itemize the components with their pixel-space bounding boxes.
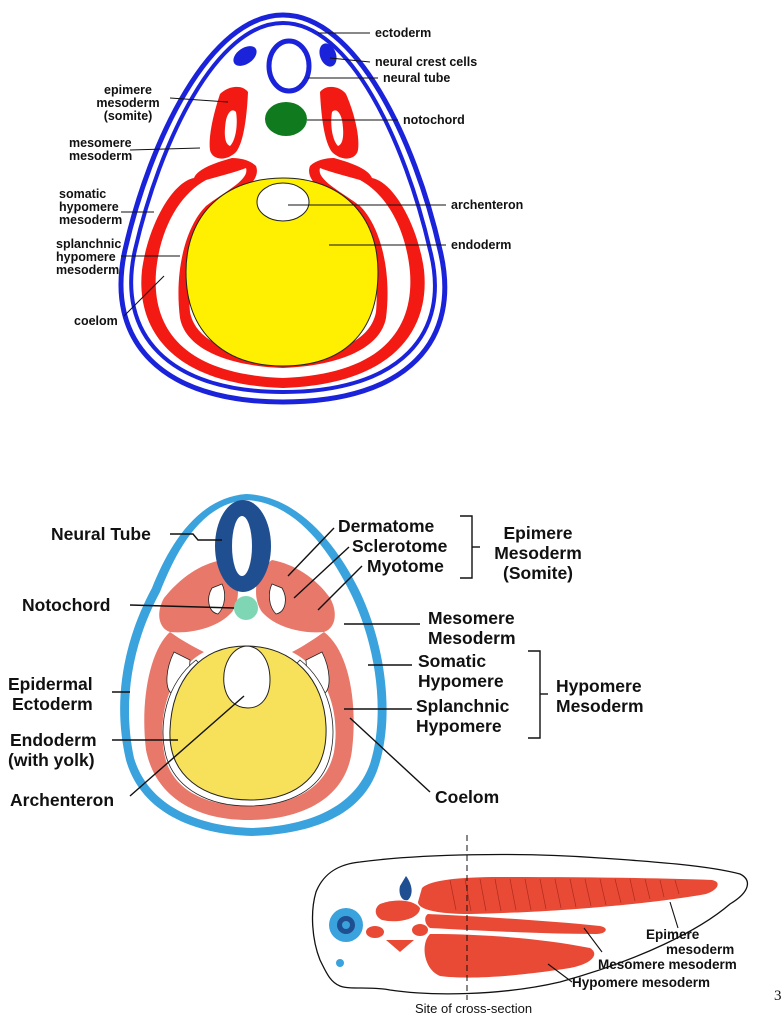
- label-splanchnic-1: splanchnic: [56, 237, 121, 251]
- label-archenteron: Archenteron: [10, 790, 114, 810]
- label-splanchnic-2: hypomere: [56, 250, 116, 264]
- label-somatic-1: somatic: [59, 187, 106, 201]
- notochord: [234, 596, 258, 620]
- label-somatic-2: hypomere: [59, 200, 119, 214]
- endoderm-yolk: [185, 177, 379, 367]
- hypomere-mesoderm: [144, 632, 354, 820]
- archenteron-cavity: [256, 182, 310, 222]
- label-mesomere-2: Mesoderm: [428, 628, 516, 648]
- label-epimere-group-2: Mesoderm: [494, 543, 582, 563]
- ectoderm-inner: [129, 20, 437, 395]
- label-epidermal-2: Ectoderm: [12, 694, 93, 714]
- label-splanchnic-3: mesoderm: [56, 263, 119, 277]
- label-mesomere-1: Mesomere: [428, 608, 515, 628]
- label-ectoderm: ectoderm: [375, 26, 431, 40]
- endoderm-yolk: [169, 645, 327, 801]
- somite-left: [159, 560, 238, 633]
- label-coelom: Coelom: [435, 787, 499, 807]
- diagram-1-cross-section: ectoderm neural crest cells neural tube …: [56, 12, 523, 405]
- label-mesomere-1: mesomere: [69, 136, 132, 150]
- label-notochord: notochord: [403, 113, 465, 127]
- label-dermatome: Dermatome: [338, 516, 435, 536]
- label-archenteron: archenteron: [451, 198, 523, 212]
- label-hypomere: Hypomere mesoderm: [572, 975, 710, 990]
- archenteron-cavity: [223, 645, 271, 709]
- label-neural-tube: Neural Tube: [51, 524, 151, 544]
- label-epimere-1: epimere: [104, 83, 152, 97]
- label-neural-crest-cells: neural crest cells: [375, 55, 477, 69]
- label-notochord: Notochord: [22, 595, 110, 615]
- mesomere-band: [425, 914, 606, 934]
- label-hypomere-group-2: Mesoderm: [556, 696, 644, 716]
- label-somatic-2: Hypomere: [418, 671, 504, 691]
- label-epimere-3: (somite): [104, 109, 153, 123]
- diagram-3-embryo-side-view: Epimere mesoderm Mesomere mesoderm Hypom…: [311, 835, 749, 1016]
- label-epimere-1: Epimere: [646, 927, 700, 942]
- neural-crest-right: [319, 43, 337, 67]
- label-somatic-1: Somatic: [418, 651, 486, 671]
- page-number: 3: [774, 988, 782, 1004]
- label-mesomere: Mesomere mesoderm: [598, 957, 737, 972]
- neural-crest-left: [233, 46, 257, 66]
- ectoderm-outer: [118, 12, 448, 405]
- label-hypomere-group-1: Hypomere: [556, 676, 642, 696]
- label-coelom: coelom: [74, 314, 118, 328]
- epimere-band: [418, 877, 718, 914]
- diagram-2-cross-section: Neural Tube Dermatome Sclerotome Myotome…: [8, 494, 644, 836]
- label-splanchnic-1: Splanchnic: [416, 696, 510, 716]
- label-myotome: Myotome: [367, 556, 444, 576]
- label-endoderm-2: (with yolk): [8, 750, 95, 770]
- label-endoderm-1: Endoderm: [10, 730, 97, 750]
- label-splanchnic-2: Hypomere: [416, 716, 502, 736]
- otic-vesicle: [399, 876, 412, 901]
- notochord: [265, 102, 307, 136]
- label-epimere-group-3: (Somite): [503, 563, 573, 583]
- label-epimere-group-1: Epimere: [503, 523, 572, 543]
- neural-tube: [266, 38, 312, 94]
- label-somatic-3: mesoderm: [59, 213, 122, 227]
- label-neural-tube: neural tube: [383, 71, 450, 85]
- label-sclerotome: Sclerotome: [352, 536, 448, 556]
- label-epimere-2: mesoderm: [666, 942, 734, 957]
- label-site-of-cross-section: Site of cross-section: [415, 1001, 532, 1016]
- label-mesomere-2: mesoderm: [69, 149, 132, 163]
- label-endoderm: endoderm: [451, 238, 511, 252]
- label-epimere-2: mesoderm: [96, 96, 159, 110]
- label-epidermal-1: Epidermal: [8, 674, 93, 694]
